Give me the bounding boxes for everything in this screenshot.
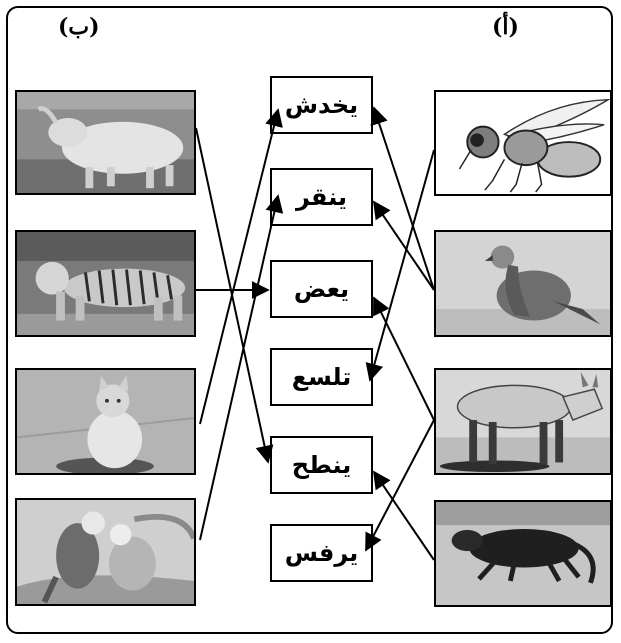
- arrow-eagle-to-scratch: [370, 106, 435, 291]
- arrow-bee-to-sting: [365, 149, 435, 382]
- tiger-photo: [15, 230, 196, 337]
- arrow-cat-to-scratch: [199, 108, 283, 425]
- parrots-photo: [15, 498, 196, 606]
- verb-box-sting: تلسع: [270, 348, 373, 406]
- arrow-parrots-to-peck: [199, 194, 284, 541]
- arrow-donkey-to-bite: [373, 296, 435, 421]
- bee-drawing: [434, 90, 612, 196]
- verb-box-butt: ينطح: [270, 436, 373, 494]
- donkey-photo: [434, 368, 612, 475]
- arrow-donkey-to-kick: [365, 419, 435, 552]
- arrow-eagle-to-peck: [372, 200, 435, 291]
- verb-box-kick: يرفس: [270, 524, 373, 582]
- goat-photo: [15, 90, 196, 195]
- column-label-b: (ب): [58, 14, 100, 40]
- worksheet-frame: [6, 6, 613, 634]
- eagle-photo: [434, 230, 612, 337]
- verb-box-bite: يعض: [270, 260, 373, 318]
- cat-photo: [15, 368, 196, 475]
- sheep-photo: [434, 500, 612, 607]
- arrow-sheep-to-butt: [372, 470, 435, 561]
- column-label-a: (أ): [492, 14, 519, 40]
- verb-box-scratch: يخدش: [270, 76, 373, 134]
